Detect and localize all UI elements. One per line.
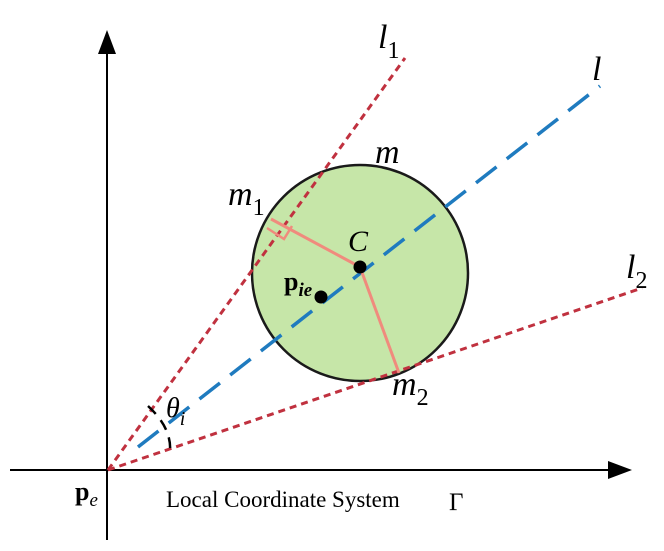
label-m2: m2 xyxy=(392,366,429,411)
center-point-c xyxy=(353,260,367,274)
tangent-line-l1 xyxy=(106,57,407,471)
label-c: C xyxy=(348,225,369,258)
label-pie: pie xyxy=(284,267,313,301)
label-l: l xyxy=(592,51,601,88)
label-theta: θi xyxy=(166,393,185,430)
caption-text: Local Coordinate System xyxy=(166,487,400,512)
point-pie xyxy=(314,290,328,304)
tangent-line-l2 xyxy=(107,286,643,472)
radius-to-m1 xyxy=(270,217,361,269)
label-pe: pe xyxy=(75,477,98,511)
x-axis-arrow-icon xyxy=(608,461,632,479)
y-axis-arrow-icon xyxy=(98,30,116,54)
radius-to-m2 xyxy=(358,266,401,374)
right-angle-marker xyxy=(266,225,294,241)
label-m: m xyxy=(375,134,400,171)
label-l1: l1 xyxy=(378,19,399,64)
label-m1: m1 xyxy=(228,176,265,221)
label-l2: l2 xyxy=(626,249,647,294)
angle-arc-theta xyxy=(147,405,172,453)
caption-symbol: Γ xyxy=(449,489,463,516)
center-line-l xyxy=(136,84,602,449)
